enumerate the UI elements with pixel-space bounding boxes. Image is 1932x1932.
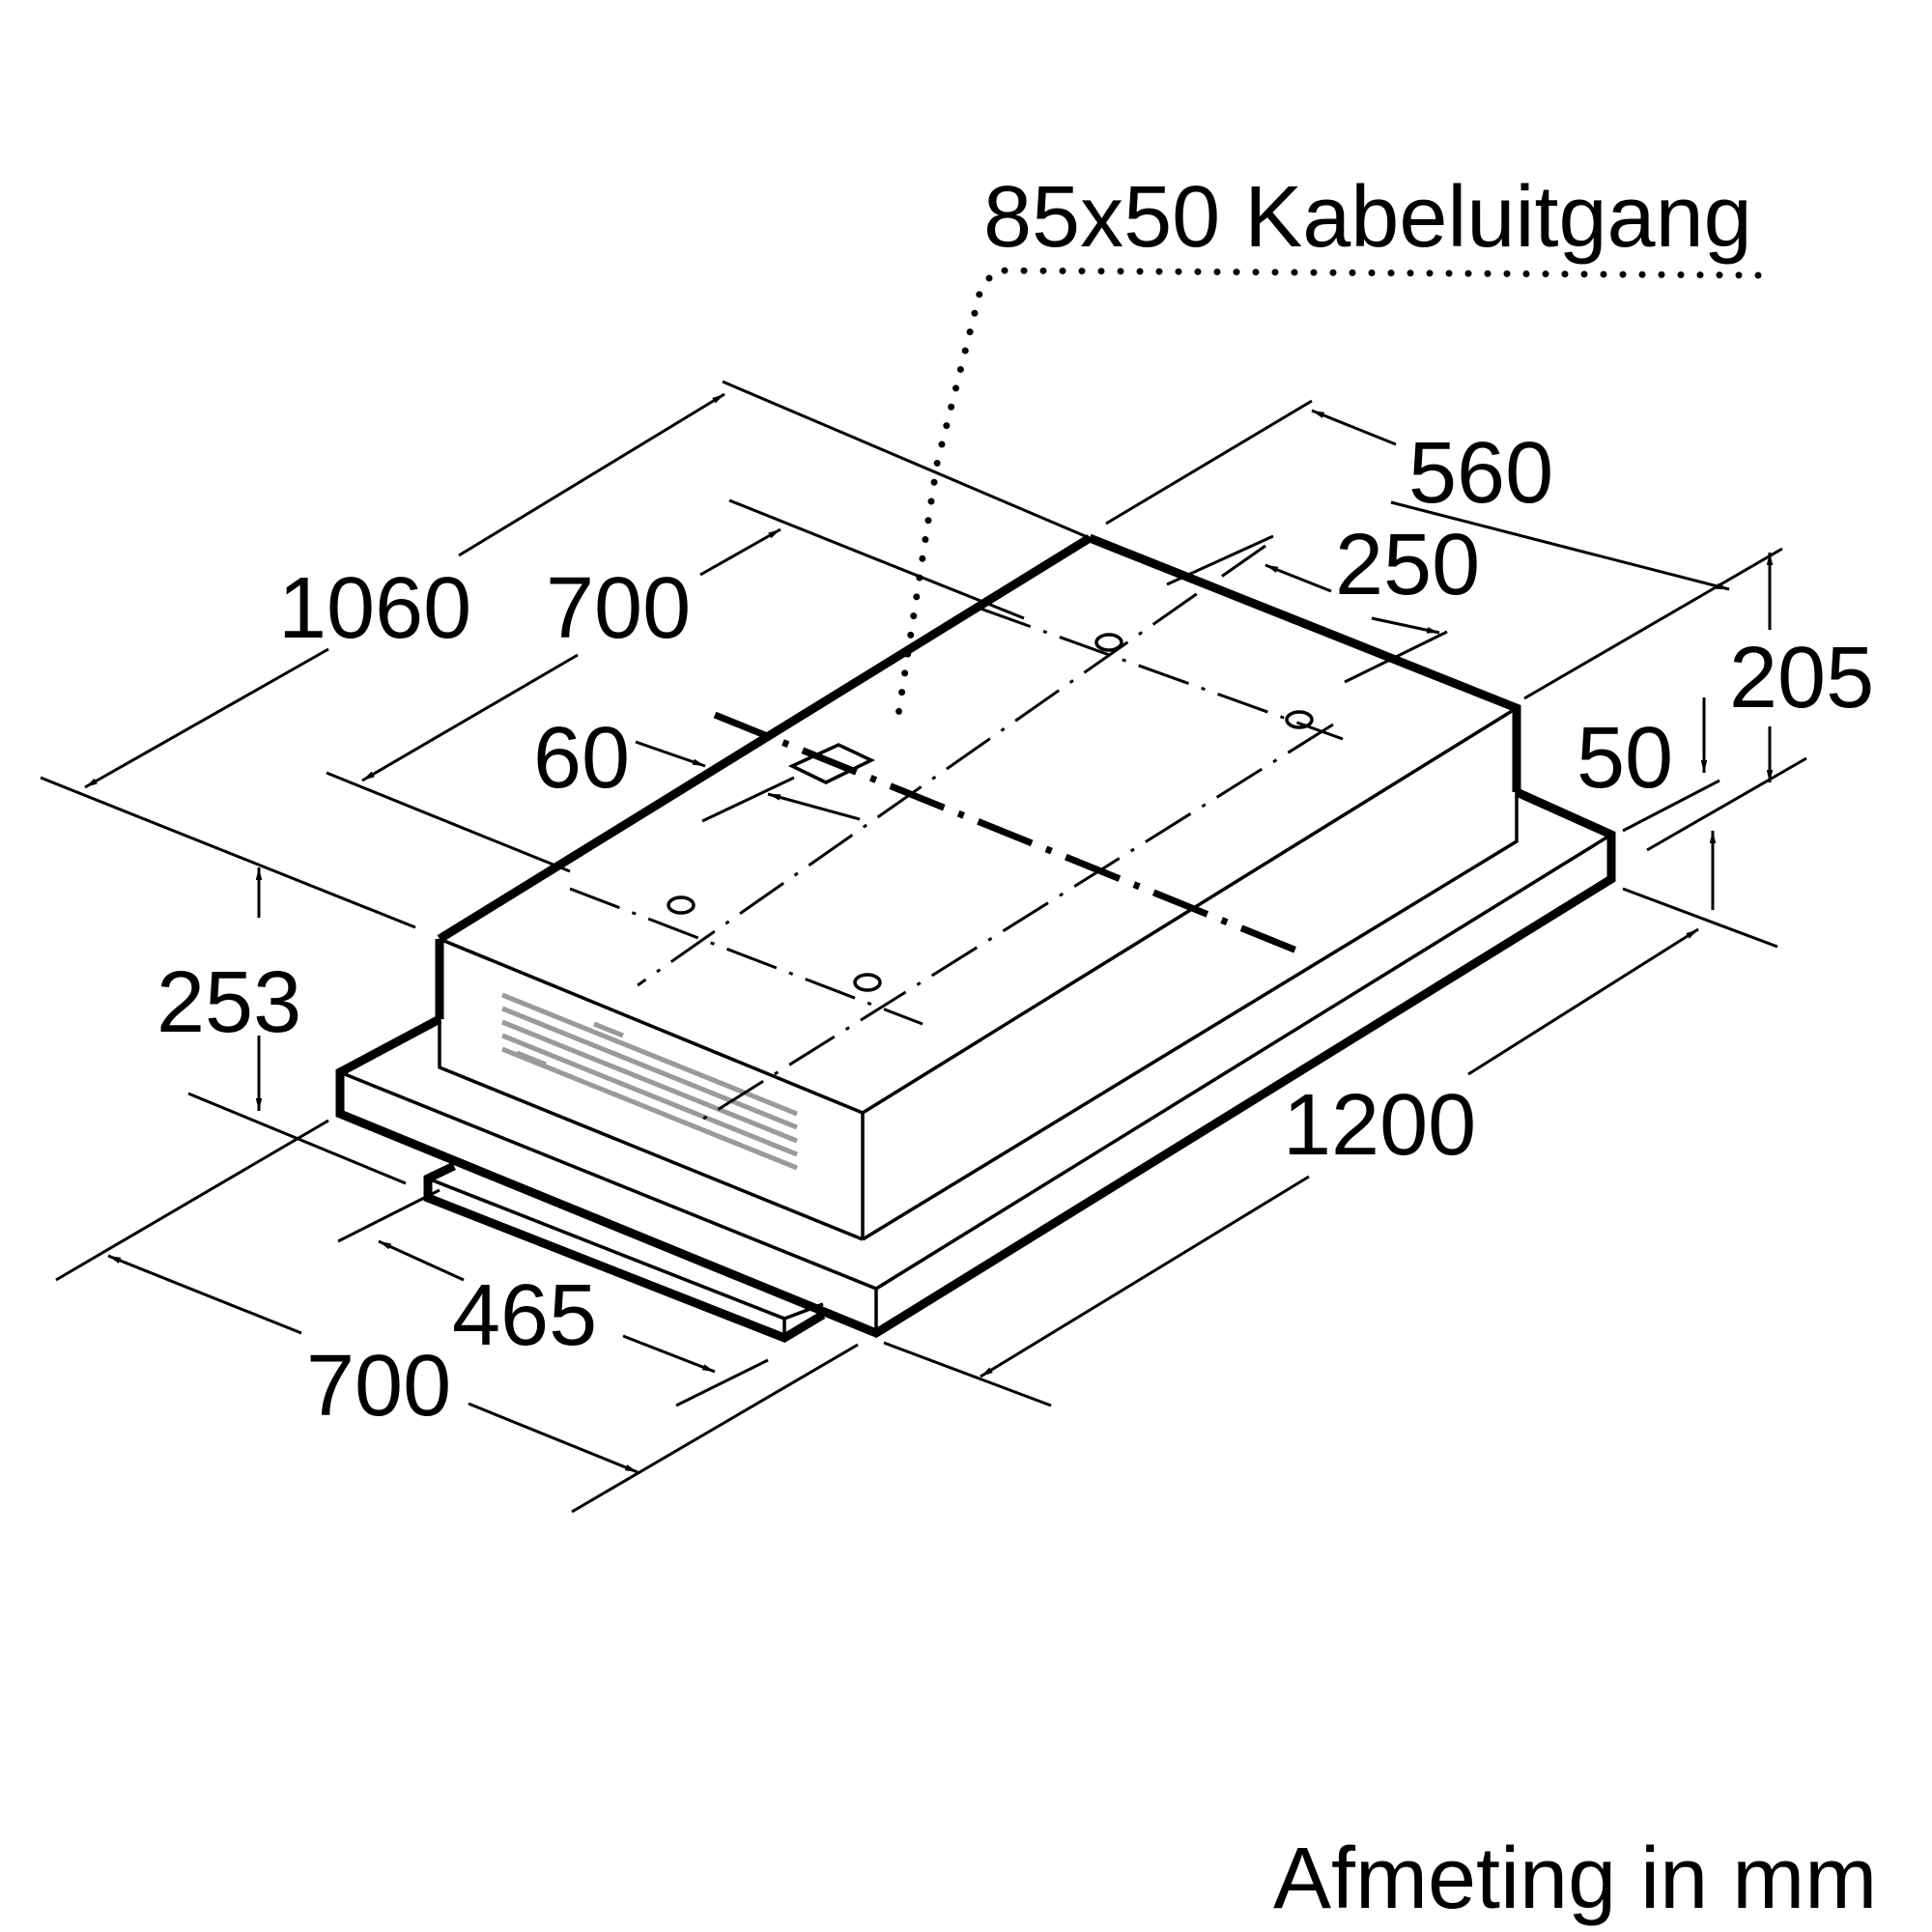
dimension-700-top <box>326 498 1025 873</box>
dim-label-700-bottom: 700 <box>306 1338 451 1435</box>
dimension-560 <box>1105 399 1783 700</box>
mounting-centerlines <box>569 544 1344 1122</box>
dim-label-60: 60 <box>533 710 630 807</box>
dim-label-560: 560 <box>1408 425 1553 522</box>
dim-label-205: 205 <box>1729 630 1874 726</box>
dim-label-250: 250 <box>1335 517 1480 613</box>
unit-note: Afmeting in mm <box>1273 1831 1877 1927</box>
dim-label-253: 253 <box>156 954 301 1051</box>
mounting-hole-icons <box>667 633 1314 992</box>
dimension-465 <box>337 1188 769 1407</box>
dimension-250 <box>1166 534 1448 684</box>
vent-grille <box>501 992 798 1171</box>
canopy-plate <box>335 787 1616 1339</box>
cable-outlet-icon <box>787 743 876 784</box>
dim-label-465: 465 <box>452 1267 597 1364</box>
dim-label-700-top: 700 <box>546 560 691 657</box>
dim-label-1060: 1060 <box>278 560 471 657</box>
dimension-50 <box>1622 697 1720 910</box>
cable-outlet-leader <box>895 267 1762 719</box>
dim-label-50: 50 <box>1577 710 1673 807</box>
pull-out-drawer <box>423 1161 826 1343</box>
dimension-1060 <box>40 380 1091 929</box>
cable-outlet-label: 85x50 Kabeluitgang <box>983 169 1752 266</box>
dimension-1200 <box>883 887 1778 1407</box>
dimension-60 <box>635 740 861 823</box>
dimension-205 <box>1646 553 1807 852</box>
dim-label-1200: 1200 <box>1283 1077 1476 1174</box>
dimension-700-bottom <box>55 1119 859 1514</box>
